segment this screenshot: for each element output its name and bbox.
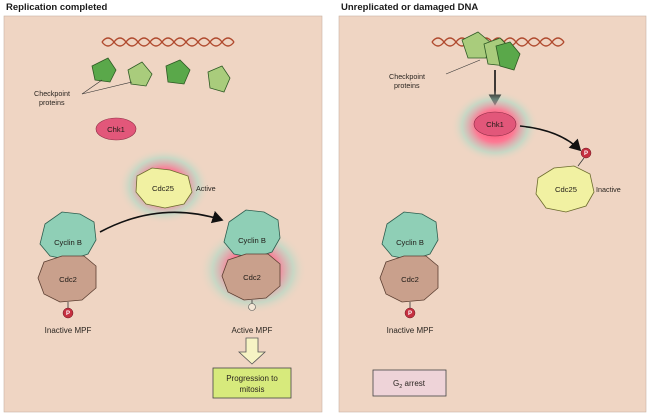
- phosphate-cdc25: [580, 147, 592, 159]
- activation-arrow: [99, 210, 224, 233]
- cdc25-active: [135, 167, 193, 209]
- phosphate-left: [62, 307, 74, 319]
- progression-box: [212, 367, 292, 399]
- chk1-right: [473, 111, 517, 137]
- cdc2-label-left: Cdc2: [59, 275, 77, 284]
- cdc25-state-right: Inactive: [596, 185, 621, 194]
- cyclin-label-left: Cyclin B: [54, 238, 82, 247]
- inactive-mpf-label-left: Inactive MPF: [45, 326, 92, 335]
- g2-arrest-box: [372, 369, 447, 397]
- phosphate-label-right: P: [408, 311, 412, 317]
- cdc2-label-active: Cdc2: [243, 273, 261, 282]
- chk1-label-right: Chk1: [486, 120, 504, 129]
- progression-label-1: Progression to: [226, 374, 278, 383]
- inactive-mpf-label-right: Inactive MPF: [387, 326, 434, 335]
- checkpoint-label-right-1: Checkpoint: [389, 72, 425, 81]
- checkpoint-proteins-right: [461, 31, 521, 71]
- cdc2-label-right: Cdc2: [401, 275, 419, 284]
- checkpoint-label-left-1: Checkpoint: [34, 89, 70, 98]
- checkpoint-proteins-left: [91, 57, 231, 93]
- cdc25-label-left: Cdc25: [152, 184, 174, 193]
- inactive-mpf-left: [37, 211, 97, 303]
- cdc25-label-right: Cdc25: [555, 185, 577, 194]
- phosphate-label-cdc25: P: [584, 151, 588, 157]
- inactive-mpf-right: [379, 211, 439, 303]
- cyclin-label-right: Cyclin B: [396, 238, 424, 247]
- chk1-label-left: Chk1: [107, 125, 125, 134]
- checkpoint-pointer-left-b: [81, 81, 133, 95]
- checkpoint-label-right-2: proteins: [394, 81, 420, 90]
- g2-arrest-g: G: [393, 379, 399, 388]
- left-panel-title: Replication completed: [6, 2, 108, 13]
- progression-arrow: [237, 337, 267, 365]
- checkpoint-label-left-2: proteins: [39, 98, 65, 107]
- right-panel: [338, 15, 647, 413]
- phosphate-stem-cdc25: [577, 157, 585, 167]
- cyclin-label-active: Cyclin B: [238, 236, 266, 245]
- chk1-to-cdc25-arrow: [519, 125, 582, 152]
- g2-arrest-sub: 2: [399, 384, 402, 390]
- g2-arrest-label: G2 arrest: [393, 379, 426, 390]
- active-mpf-label: Active MPF: [232, 326, 273, 335]
- checkpoint-pointer-right: [445, 59, 481, 75]
- checkpoint-pointer-left-a: [81, 79, 103, 95]
- phosphate-label-left: P: [66, 311, 70, 317]
- chk1-left: [95, 117, 137, 141]
- progression-label-2: mitosis: [240, 385, 265, 394]
- cdc25-inactive: [535, 165, 595, 213]
- dna-helix-left: [101, 37, 235, 47]
- active-mpf: [221, 209, 281, 311]
- phosphate-right: [404, 307, 416, 319]
- g2-arrest-rest: arrest: [402, 379, 425, 388]
- cdc25-state-left: Active: [196, 184, 216, 193]
- right-panel-title: Unreplicated or damaged DNA: [341, 2, 479, 13]
